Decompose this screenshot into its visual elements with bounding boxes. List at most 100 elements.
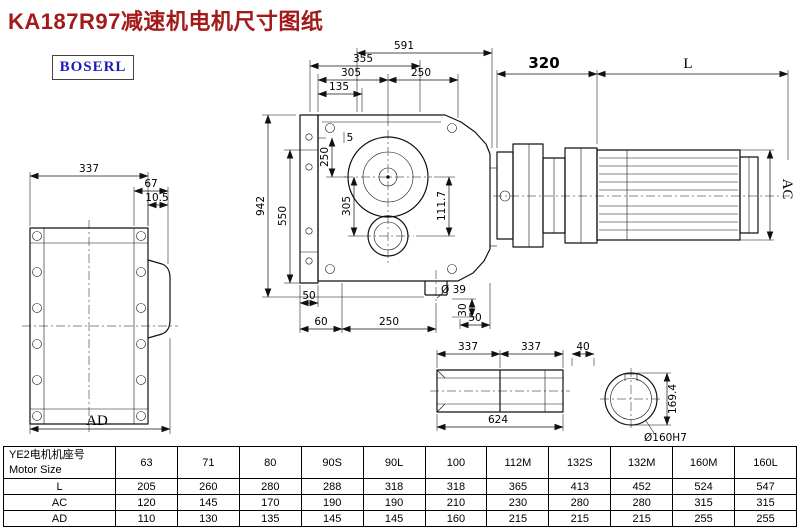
- motor-size-col-112M: 112M: [486, 446, 550, 479]
- dim-67: 67: [144, 178, 157, 190]
- motor-size-header: YE2电机机座号 Motor Size: [3, 446, 116, 479]
- front-view-drawing: [299, 114, 497, 303]
- motor-size-header-cn: YE2电机机座号: [9, 449, 85, 462]
- motor-view-drawing: [493, 143, 790, 248]
- dim-dia-160H7: Ø160H7: [644, 432, 687, 444]
- dim-cell: 318: [362, 478, 426, 495]
- dim-135: 135: [329, 81, 349, 93]
- dim-cell: 260: [176, 478, 240, 495]
- side-view-drawing: [22, 220, 178, 432]
- dim-320: 320: [528, 54, 559, 72]
- dim-cell: 315: [734, 494, 797, 511]
- dim-591: 591: [394, 40, 414, 52]
- dim-cell: 130: [176, 510, 240, 527]
- dim-111-7: 111.7: [436, 191, 448, 221]
- row-label-L: L: [3, 478, 116, 495]
- torque-arm: [147, 259, 171, 339]
- dim-cell: 280: [238, 478, 302, 495]
- dim-cell: 110: [115, 510, 178, 527]
- dim-cell: 288: [300, 478, 364, 495]
- motor-size-col-90S: 90S: [300, 446, 364, 479]
- bore-view-dimensions: 169.4 Ø160H7: [631, 372, 687, 444]
- dim-cell: 452: [610, 478, 674, 495]
- dim-cell: 215: [548, 510, 612, 527]
- dim-cell: 365: [486, 478, 550, 495]
- dim-cell: 210: [424, 494, 488, 511]
- motor-size-col-100: 100: [424, 446, 488, 479]
- dim-cell: 160: [424, 510, 488, 527]
- motor-view-dimensions: 320 L AC: [496, 54, 795, 241]
- row-label-AD: AD: [3, 510, 116, 527]
- dim-337-side: 337: [79, 163, 99, 175]
- dim-cell: 318: [424, 478, 488, 495]
- dim-50-left: 50: [302, 290, 315, 302]
- dim-550: 550: [277, 206, 289, 226]
- dim-cell: 215: [486, 510, 550, 527]
- dim-60: 60: [314, 316, 327, 328]
- dim-250-bottom: 250: [379, 316, 399, 328]
- dim-337-b: 337: [521, 341, 541, 353]
- dim-5: 5: [347, 132, 354, 144]
- dim-cell: 135: [238, 510, 302, 527]
- dim-cell: 280: [548, 494, 612, 511]
- bore-view-drawing: [600, 368, 662, 430]
- dim-cell: 280: [610, 494, 674, 511]
- dim-cell: 547: [734, 478, 797, 495]
- motor-size-col-132S: 132S: [548, 446, 612, 479]
- dim-10-5: 10.5: [145, 192, 168, 204]
- dim-cell: 413: [548, 478, 612, 495]
- dim-30: 30: [457, 303, 469, 316]
- dim-AD: AD: [86, 413, 108, 429]
- dim-cell: 190: [300, 494, 364, 511]
- logo-text: BOSERL: [59, 59, 127, 75]
- gearbox-housing: [317, 114, 491, 282]
- motor-body: [596, 149, 741, 241]
- dim-250-top: 250: [411, 67, 431, 79]
- motor-size-col-80: 80: [238, 446, 302, 479]
- adapter-flange: [496, 151, 514, 240]
- motor-size-col-63: 63: [115, 446, 178, 479]
- dim-305-left: 305: [341, 196, 353, 216]
- dim-cell: 315: [672, 494, 736, 511]
- dim-cell: 190: [362, 494, 426, 511]
- motor-size-col-132M: 132M: [610, 446, 674, 479]
- dim-cell: 215: [610, 510, 674, 527]
- technical-drawing: 337 67 10.5 AD: [22, 40, 795, 444]
- dim-250-left: 250: [319, 147, 331, 167]
- dim-cell: 230: [486, 494, 550, 511]
- dim-cell: 145: [362, 510, 426, 527]
- side-view-dimensions: 337 67 10.5 AD: [29, 163, 171, 434]
- dim-AC: AC: [779, 179, 795, 200]
- row-label-AC: AC: [3, 494, 116, 511]
- dim-942: 942: [255, 196, 267, 216]
- dim-cell: 145: [176, 494, 240, 511]
- dim-624: 624: [488, 414, 508, 426]
- motor-size-col-90L: 90L: [362, 446, 426, 479]
- dim-337-a: 337: [458, 341, 478, 353]
- shaft-view-dimensions: 337 337 40 624: [436, 341, 595, 431]
- dim-cell: 524: [672, 478, 736, 495]
- boserl-logo: BOSERL: [52, 55, 134, 80]
- motor-size-col-160M: 160M: [672, 446, 736, 479]
- motor-size-col-71: 71: [176, 446, 240, 479]
- dim-40: 40: [576, 341, 589, 353]
- page-title: KA187R97减速机电机尺寸图纸: [8, 9, 324, 34]
- dim-cell: 145: [300, 510, 364, 527]
- dim-169-4: 169.4: [667, 384, 679, 414]
- shaft-view-drawing: [430, 369, 570, 413]
- motor-size-header-en: Motor Size: [9, 463, 62, 476]
- dim-cell: 170: [238, 494, 302, 511]
- dim-305-top: 305: [341, 67, 361, 79]
- dim-dia-39: Ø 39: [441, 284, 466, 296]
- motor-size-col-160L: 160L: [734, 446, 797, 479]
- dim-cell: 205: [115, 478, 178, 495]
- front-view-dimensions: 591 355 305 250 135 942 550: [255, 40, 493, 333]
- dim-cell: 255: [672, 510, 736, 527]
